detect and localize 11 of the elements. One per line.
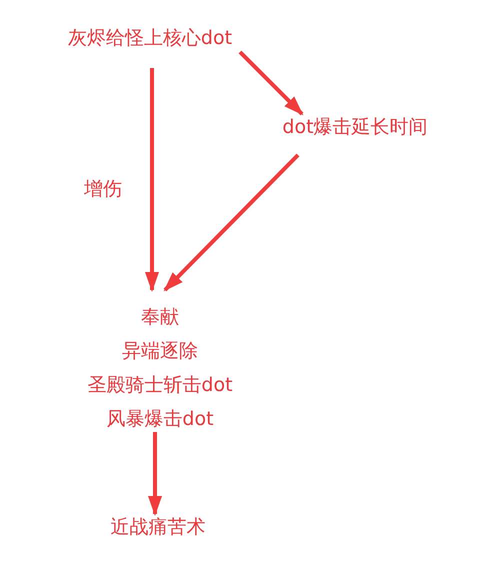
step-text: dot爆击延长时间 <box>282 115 428 140</box>
list-item: 圣殿骑士斩击dot <box>87 373 233 398</box>
arrow <box>145 68 159 292</box>
start-text: 灰烬给怪上核心dot <box>68 26 232 51</box>
list-item: 奉献 <box>140 305 180 330</box>
arrow <box>164 154 300 292</box>
arrow <box>238 50 304 116</box>
list-item: 异端逐除 <box>121 339 199 364</box>
arrow <box>148 432 162 516</box>
result-text: 近战痛苦术 <box>110 515 206 540</box>
list-item: 风暴爆击dot <box>105 407 215 432</box>
